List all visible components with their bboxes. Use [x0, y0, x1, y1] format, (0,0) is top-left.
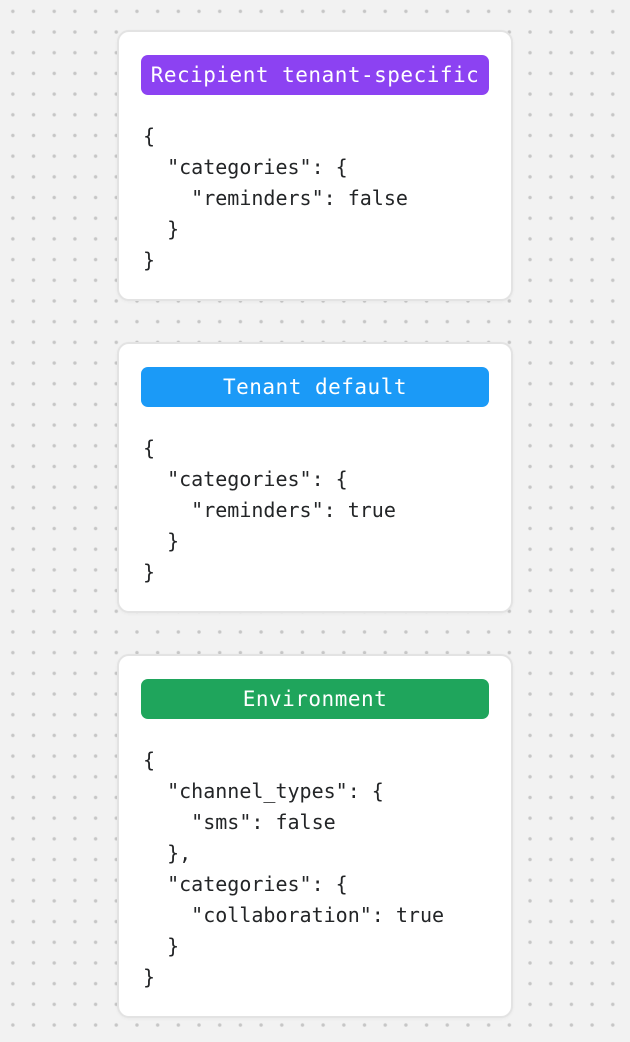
json-code-tenant-default: { "categories": { "reminders": true } }	[143, 436, 396, 584]
badge-recipient-tenant-specific: Recipient tenant-specific	[141, 55, 489, 95]
json-code-recipient-tenant-specific: { "categories": { "reminders": false } }	[143, 124, 408, 272]
badge-environment: Environment	[141, 679, 489, 719]
card-tenant-default: Tenant default { "categories": { "remind…	[117, 342, 513, 613]
json-code-environment: { "channel_types": { "sms": false }, "ca…	[143, 748, 445, 989]
card-recipient-tenant-specific: Recipient tenant-specific { "categories"…	[117, 30, 513, 301]
badge-tenant-default: Tenant default	[141, 367, 489, 407]
card-stack: Recipient tenant-specific { "categories"…	[117, 30, 513, 1018]
card-environment: Environment { "channel_types": { "sms": …	[117, 654, 513, 1018]
